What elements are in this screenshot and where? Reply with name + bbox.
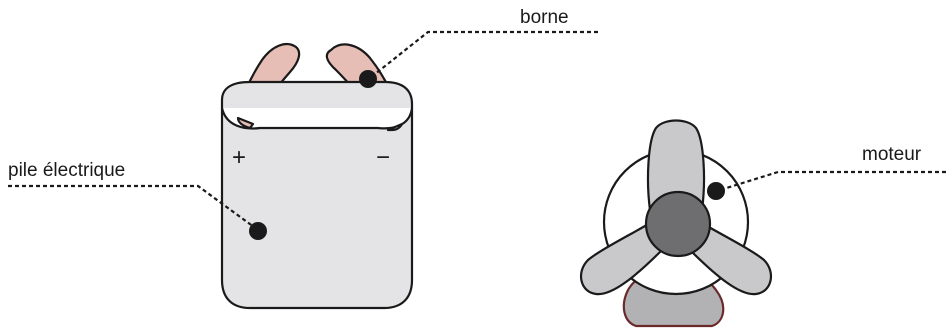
terminal-leader-line [369,30,598,79]
battery-terminal-left-foot [236,116,255,130]
battery-body [220,80,414,310]
motor-label: moteur [862,144,922,165]
annotations [8,30,946,240]
motor [579,119,773,328]
terminal-label: borne [520,7,569,28]
fan-blade-top [646,119,706,212]
terminal-marker-dot [359,70,377,88]
battery-top-opening [220,107,414,130]
fan-blade-left [579,220,664,296]
battery-label: pile électrique [8,160,125,181]
fan-blade-right [688,220,773,296]
motor-marker-dot [707,182,725,200]
battery: + − [220,43,414,310]
battery-marker-dot [249,222,267,240]
motor-leader-line [719,170,946,192]
battery-terminal-right-foot [386,122,404,132]
battery-negative-sign: − [376,144,390,171]
battery-leader-line [8,184,259,231]
battery-positive-sign: + [232,144,246,171]
fan-hub [644,190,712,258]
